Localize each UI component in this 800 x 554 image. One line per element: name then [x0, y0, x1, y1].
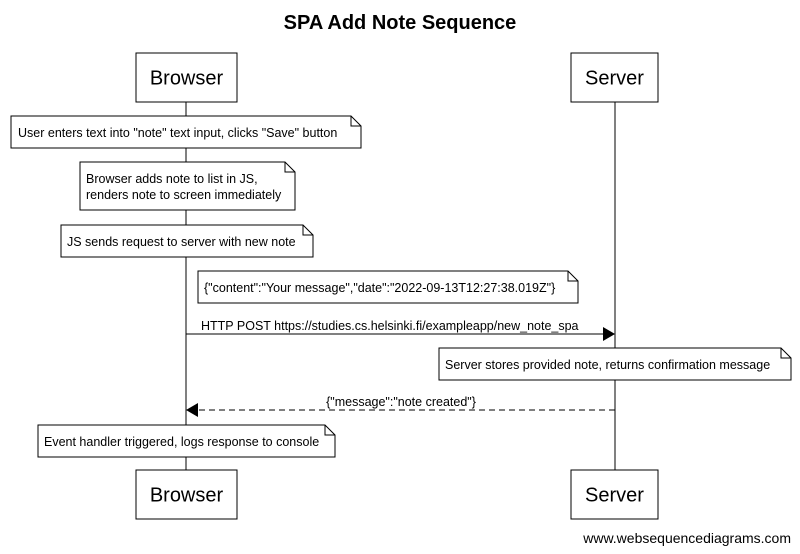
arrowhead-icon	[186, 403, 198, 417]
note-text-line2: renders note to screen immediately	[86, 188, 282, 202]
note-user-enters-text: User enters text into "note" text input,…	[10, 115, 362, 149]
watermark-link[interactable]: www.websequencediagrams.com	[582, 530, 791, 546]
browser-actor-label: Browser	[150, 485, 224, 507]
server-actor-label: Server	[585, 68, 644, 90]
note-text: User enters text into "note" text input,…	[18, 126, 337, 140]
note-text: {"content":"Your message","date":"2022-0…	[204, 281, 555, 295]
note-text: Event handler triggered, logs response t…	[44, 435, 319, 449]
note-text-line1: Browser adds note to list in JS,	[86, 172, 258, 186]
note-server-stores-note: Server stores provided note, returns con…	[438, 347, 792, 381]
server-actor-top: Server	[570, 52, 659, 103]
browser-actor-top: Browser	[135, 52, 238, 103]
note-text: JS sends request to server with new note	[67, 235, 296, 249]
server-actor-label: Server	[585, 485, 644, 507]
message-response: {"message":"note created"}	[186, 395, 615, 417]
message-http-post: HTTP POST https://studies.cs.helsinki.fi…	[186, 319, 615, 341]
diagram-title: SPA Add Note Sequence	[284, 12, 517, 34]
note-event-handler: Event handler triggered, logs response t…	[37, 424, 336, 458]
server-actor-bottom: Server	[570, 469, 659, 520]
note-js-sends-request: JS sends request to server with new note	[60, 224, 314, 258]
arrowhead-icon	[603, 327, 615, 341]
note-request-payload: {"content":"Your message","date":"2022-0…	[197, 270, 579, 304]
browser-actor-bottom: Browser	[135, 469, 238, 520]
note-text: Server stores provided note, returns con…	[445, 358, 770, 372]
note-browser-adds-note: Browser adds note to list in JS, renders…	[79, 161, 296, 211]
browser-actor-label: Browser	[150, 68, 224, 90]
message-label: {"message":"note created"}	[326, 395, 476, 409]
message-label: HTTP POST https://studies.cs.helsinki.fi…	[201, 319, 579, 333]
